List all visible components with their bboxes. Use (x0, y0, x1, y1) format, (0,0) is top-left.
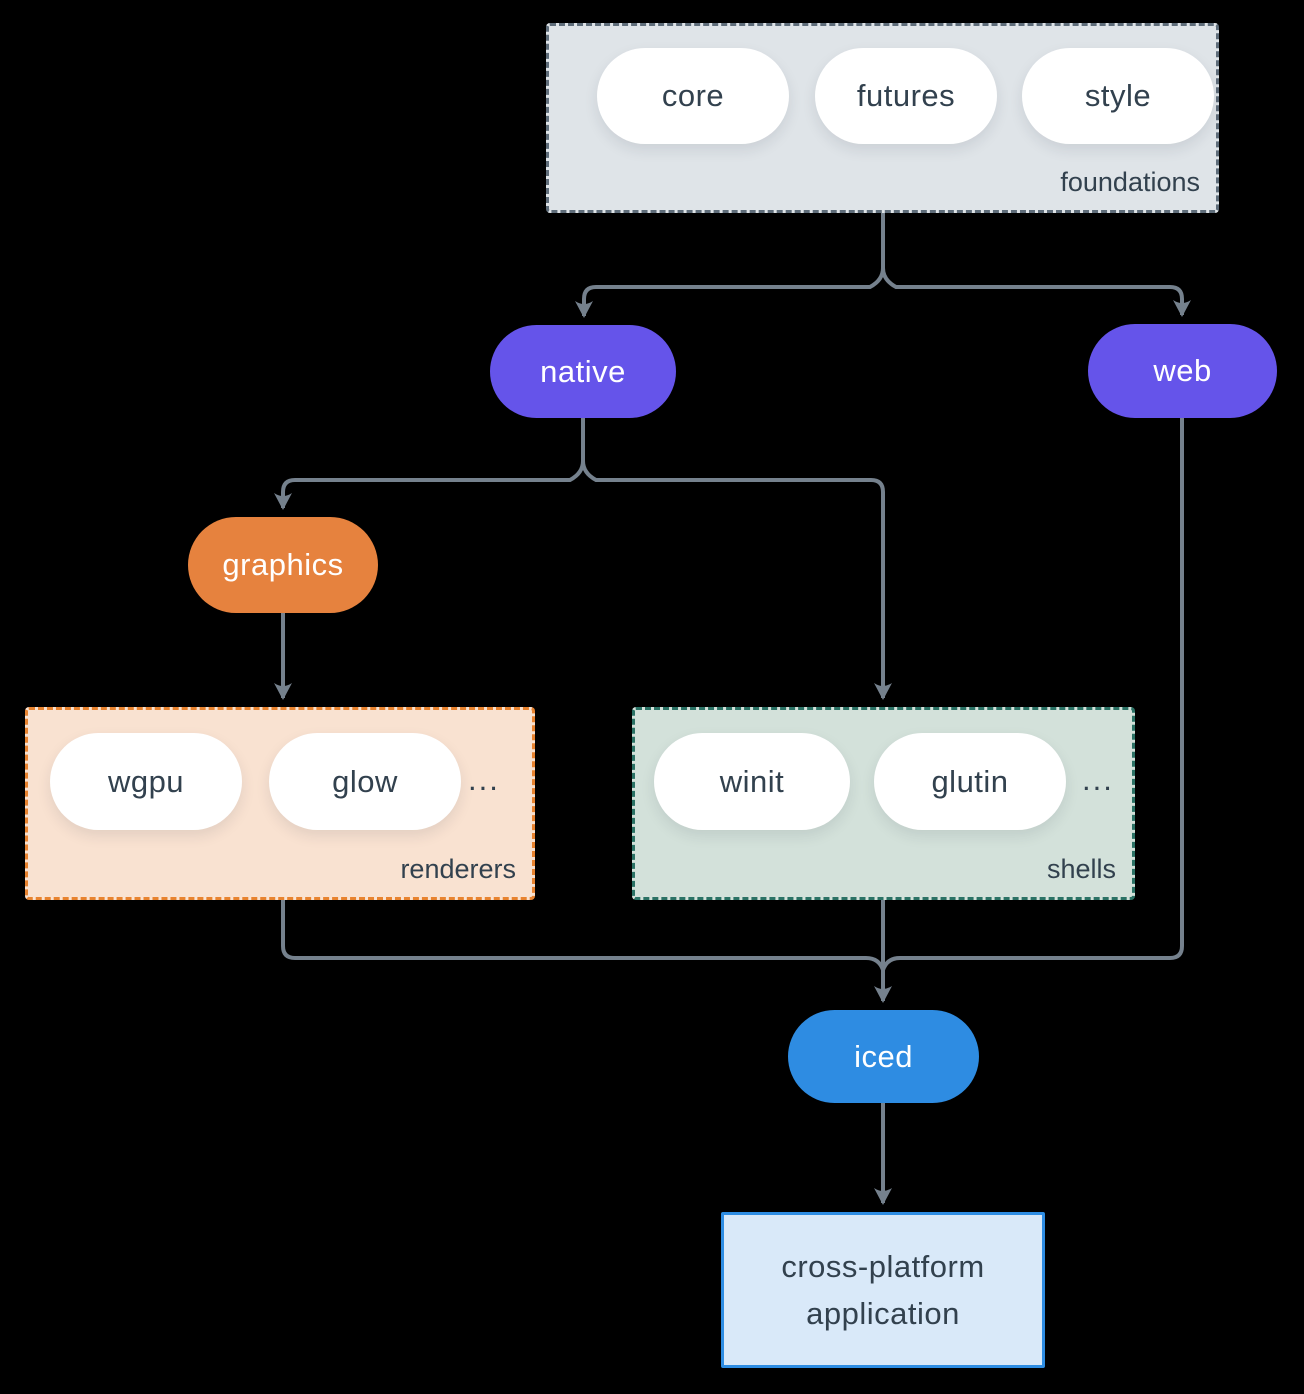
pill-glutin: glutin (874, 733, 1066, 830)
renderers-ellipsis: ... (468, 762, 500, 797)
node-web: web (1088, 324, 1277, 418)
pill-wgpu: wgpu (50, 733, 242, 830)
shells-label: shells (1046, 854, 1116, 884)
renderers-label: renderers (400, 854, 516, 884)
pill-futures: futures (815, 48, 997, 144)
shells-ellipsis: ... (1082, 762, 1114, 797)
node-iced: iced (788, 1010, 979, 1103)
pill-core: core (597, 48, 789, 144)
node-native: native (490, 325, 676, 418)
application-label-line2: application (806, 1296, 960, 1331)
node-graphics: graphics (188, 517, 378, 613)
pill-style: style (1022, 48, 1214, 144)
pill-glow: glow (269, 733, 461, 830)
foundations-label: foundations (1060, 167, 1200, 197)
application-box: cross-platform application (721, 1212, 1045, 1368)
application-label-line1: cross-platform (781, 1249, 985, 1284)
pill-winit: winit (654, 733, 850, 830)
